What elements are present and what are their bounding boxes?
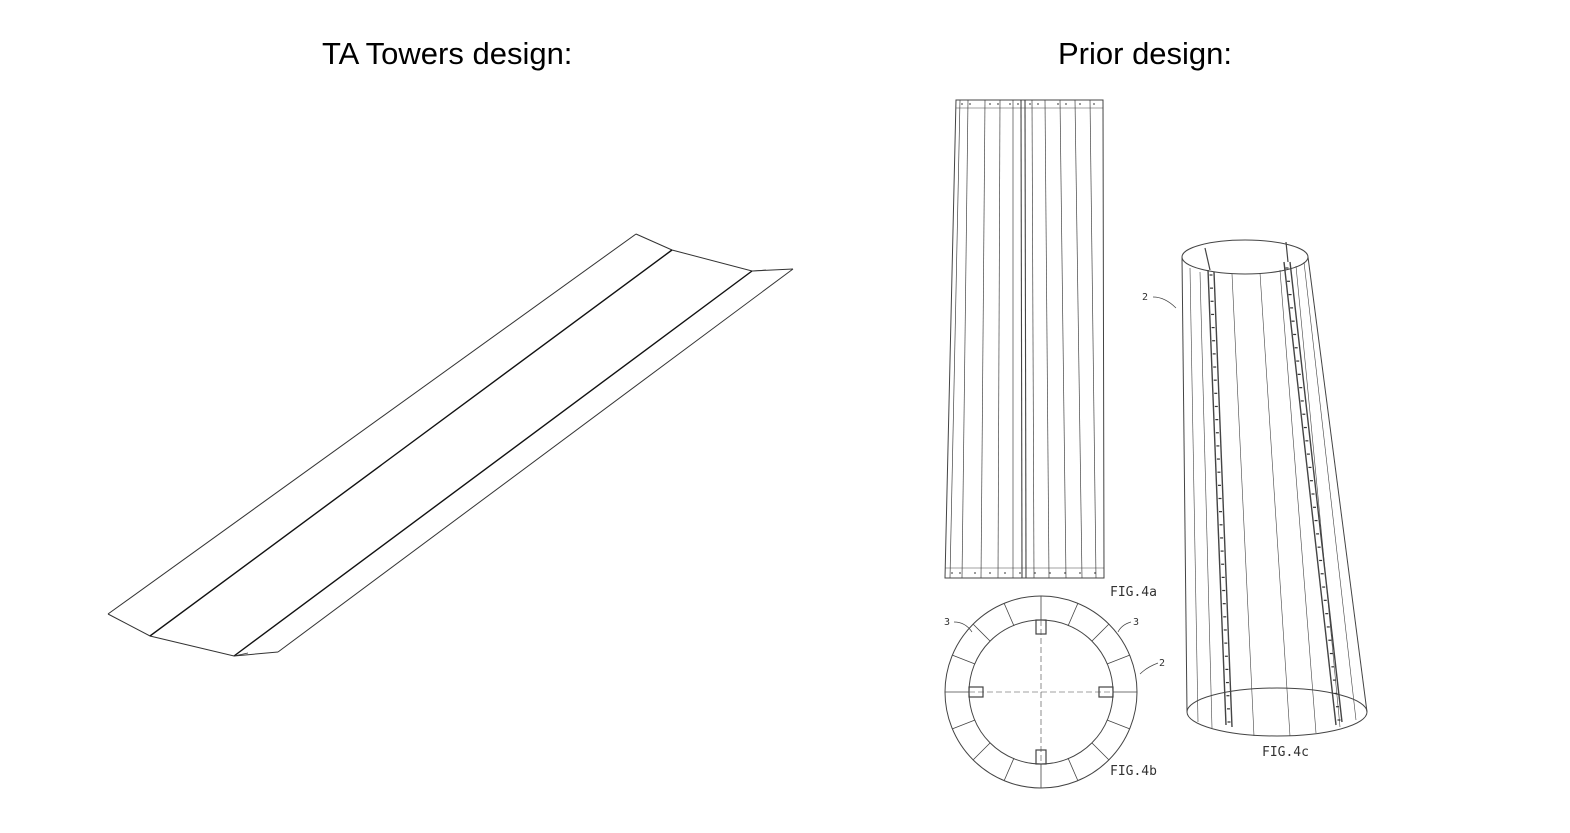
bolt-mark — [1222, 589, 1226, 592]
prior-design-heading: Prior design: — [1058, 36, 1233, 71]
bolt-mark — [1210, 300, 1214, 302]
bolt-mark — [1221, 563, 1225, 565]
bolt-mark — [1212, 353, 1216, 355]
bolt-mark — [1329, 652, 1333, 655]
bolt-mark — [1309, 480, 1313, 482]
bolt-mark — [1328, 639, 1332, 641]
bolt-mark — [1316, 533, 1320, 535]
bolt-mark — [1300, 400, 1304, 402]
bolt-mark — [1214, 392, 1218, 394]
fig4c-callout-left: 2 — [1142, 292, 1148, 303]
bolt-mark — [1314, 519, 1318, 522]
bolt-mark — [1299, 387, 1303, 389]
fig4c-bolts — [1209, 267, 1341, 723]
bolt-mark — [1221, 576, 1225, 578]
bolt-mark — [1290, 307, 1294, 309]
bolt-mark — [1313, 506, 1317, 508]
ta-towers-heading: TA Towers design: — [322, 36, 573, 71]
bolt-mark — [1211, 313, 1215, 316]
bolt-mark — [1294, 347, 1298, 349]
bolt-mark — [1323, 599, 1327, 601]
bolt-mark — [1216, 445, 1220, 447]
bolt-mark — [1211, 326, 1215, 329]
bolt-mark — [1217, 471, 1221, 473]
bolt-mark — [1224, 642, 1228, 644]
bolt-mark — [1220, 550, 1224, 552]
bolt-mark — [1215, 432, 1219, 434]
bolt-mark — [1334, 692, 1338, 695]
bolt-mark — [1322, 586, 1326, 588]
fig4a-label: FIG.4a — [1110, 585, 1157, 600]
bolt-mark — [1306, 453, 1310, 455]
bolt-mark — [1219, 524, 1223, 526]
bolt-mark — [1308, 466, 1312, 469]
fig4c-drawing — [1152, 239, 1368, 737]
bolt-mark — [1224, 655, 1228, 657]
fig4c-label: FIG.4c — [1262, 745, 1309, 760]
bolt-mark — [1287, 280, 1291, 282]
bolt-mark — [1223, 629, 1227, 631]
bolt-mark — [1226, 708, 1230, 710]
bolt-mark — [1326, 626, 1330, 628]
bolt-mark — [1303, 426, 1307, 429]
fig4b-drawing — [944, 595, 1159, 789]
bolt-mark — [1212, 340, 1216, 342]
bolt-mark — [1222, 603, 1226, 605]
bolt-mark — [1331, 666, 1335, 668]
bolt-mark — [1217, 484, 1221, 486]
bolt-mark — [1288, 293, 1292, 296]
bolt-mark — [1220, 537, 1224, 539]
bolt-mark — [1226, 695, 1230, 697]
fig4b-label: FIG.4b — [1110, 764, 1157, 779]
bolt-mark — [1325, 613, 1329, 615]
bolt-mark — [1213, 366, 1217, 368]
bolt-mark — [1317, 546, 1321, 548]
bolt-mark — [1225, 668, 1229, 671]
bolt-mark — [1320, 573, 1324, 575]
fig4b-callout-right-top: 3 — [1133, 617, 1139, 628]
bolt-mark — [1319, 559, 1323, 562]
bolt-mark — [1225, 681, 1229, 684]
fig4a-drawing — [944, 99, 1105, 579]
bolt-mark — [1296, 360, 1300, 362]
bolt-mark — [1302, 413, 1306, 415]
bolt-mark — [1335, 706, 1339, 708]
bolt-mark — [1209, 274, 1213, 276]
bolt-mark — [1214, 405, 1218, 408]
bolt-mark — [1305, 440, 1309, 442]
bolt-mark — [1293, 333, 1297, 336]
bolt-mark — [1223, 616, 1227, 618]
bolt-mark — [1332, 679, 1336, 681]
bolt-mark — [1227, 721, 1231, 723]
fig4b-callout-left: 3 — [944, 617, 950, 628]
bolt-mark — [1219, 511, 1223, 513]
bolt-mark — [1311, 493, 1315, 495]
bolt-mark — [1210, 287, 1214, 289]
ta-towers-panel-drawing — [107, 233, 794, 657]
bolt-mark — [1213, 379, 1217, 381]
fig4b-callout-right: 2 — [1159, 658, 1165, 669]
bolt-mark — [1285, 267, 1289, 269]
bolt-mark — [1297, 373, 1301, 375]
bolt-mark — [1291, 320, 1295, 322]
bolt-mark — [1337, 719, 1341, 721]
bolt-mark — [1215, 419, 1219, 421]
bolt-mark — [1218, 497, 1222, 500]
bolt-mark — [1216, 458, 1220, 460]
